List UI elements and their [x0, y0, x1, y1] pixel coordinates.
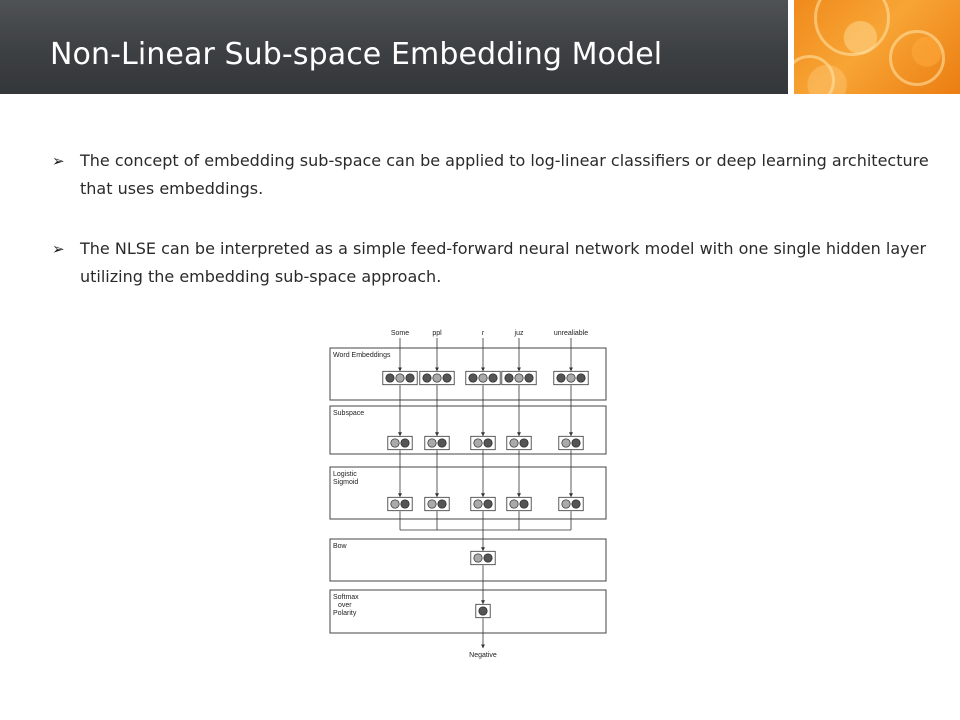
- neuron: [514, 373, 524, 383]
- neuron: [395, 373, 405, 383]
- neuron: [478, 606, 488, 616]
- neuron: [427, 438, 437, 448]
- neuron: [571, 438, 581, 448]
- header-divider: [788, 0, 794, 94]
- input-word-label: ppl: [432, 330, 442, 337]
- neuron: [437, 438, 447, 448]
- neuron: [442, 373, 452, 383]
- layer-box: [329, 538, 607, 582]
- neuron: [556, 373, 566, 383]
- layer-label: Word Embeddings: [333, 352, 391, 359]
- input-word-label: r: [482, 330, 485, 337]
- neuron: [473, 499, 483, 509]
- bullet-text: The NLSE can be interpreted as a simple …: [80, 239, 927, 286]
- neuron: [571, 499, 581, 509]
- neuron: [400, 499, 410, 509]
- neuron: [519, 438, 529, 448]
- neuron: [422, 373, 432, 383]
- layer-label-line: Subspace: [333, 410, 364, 417]
- neuron: [488, 373, 498, 383]
- neuron: [473, 553, 483, 563]
- neuron: [483, 553, 493, 563]
- layer-label-line: Word Embeddings: [333, 352, 391, 359]
- layer-box: [329, 589, 607, 634]
- neuron: [427, 499, 437, 509]
- neuron: [468, 373, 478, 383]
- neuron: [400, 438, 410, 448]
- neuron: [437, 499, 447, 509]
- layer-label-line: Softmax: [333, 594, 359, 601]
- input-word-label: Some: [391, 330, 409, 337]
- layer-label-line: over: [338, 602, 352, 609]
- bullet-point: ➢ The NLSE can be interpreted as a simpl…: [52, 235, 932, 291]
- layer-label-line: Polarity: [333, 610, 357, 617]
- layer-label-line: Logistic: [333, 471, 357, 478]
- bullet-point: ➢ The concept of embedding sub-space can…: [52, 147, 932, 203]
- input-word-label: juz: [514, 330, 524, 337]
- neuron: [561, 499, 571, 509]
- neuron: [561, 438, 571, 448]
- output-label: Negative: [469, 652, 497, 659]
- input-word-label: unrealiable: [554, 330, 588, 337]
- decorative-orange-panel: [794, 0, 960, 94]
- neuron: [405, 373, 415, 383]
- layer-label: Subspace: [333, 410, 364, 417]
- neuron: [483, 438, 493, 448]
- arrow-bullet-icon: ➢: [52, 240, 65, 258]
- layer-box: [329, 466, 607, 520]
- arrow-bullet-icon: ➢: [52, 152, 65, 170]
- neuron: [473, 438, 483, 448]
- neuron: [483, 499, 493, 509]
- neuron: [519, 499, 529, 509]
- neuron: [509, 438, 519, 448]
- neuron: [432, 373, 442, 383]
- neuron: [509, 499, 519, 509]
- neuron: [385, 373, 395, 383]
- layer-label-line: Sigmoid: [333, 479, 358, 486]
- neuron: [566, 373, 576, 383]
- title-bar: Non-Linear Sub-space Embedding Model: [0, 0, 788, 94]
- neuron: [524, 373, 534, 383]
- neuron: [390, 438, 400, 448]
- neuron: [478, 373, 488, 383]
- layer-label: Bow: [333, 543, 348, 550]
- layer-label-line: Bow: [333, 543, 348, 550]
- neuron: [390, 499, 400, 509]
- bullet-text: The concept of embedding sub-space can b…: [80, 151, 929, 198]
- slide-title: Non-Linear Sub-space Embedding Model: [50, 37, 663, 72]
- neuron: [576, 373, 586, 383]
- neuron: [504, 373, 514, 383]
